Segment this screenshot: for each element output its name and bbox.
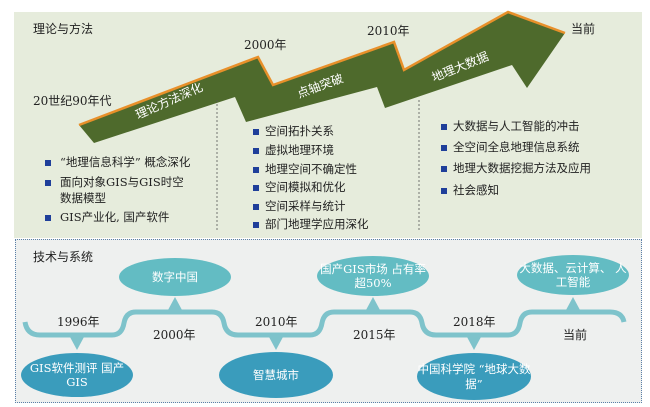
- bullet-text: 大数据与人工智能的冲击: [453, 119, 580, 133]
- bullet-text: 地理空间不确定性: [265, 162, 357, 176]
- bullet-icon: [441, 188, 447, 194]
- bullet-icon: [45, 215, 51, 221]
- theory-title: 理论与方法: [33, 22, 94, 36]
- bullet-icon: [253, 222, 259, 228]
- event-digital-china: 数字中国: [119, 258, 231, 296]
- progress-arrow: [79, 12, 565, 143]
- event-big-data-ai: 大数据、云计算、 人工智能: [517, 255, 629, 295]
- bullet-icon: [253, 167, 259, 173]
- bullet-text: 虚拟地理环境: [265, 143, 334, 157]
- year-label: 2000年: [153, 328, 196, 342]
- bullet-icon: [45, 180, 51, 186]
- bullet-icon: [45, 160, 51, 166]
- pointer: [467, 337, 481, 350]
- bullet-text: 空间模拟和优化: [265, 180, 346, 194]
- pointer: [366, 297, 380, 310]
- bullet-text: 部门地理学应用深化: [265, 217, 369, 231]
- bullet-text: GIS产业化, 国产软件: [60, 210, 170, 224]
- bullet-text: 社会感知: [453, 183, 499, 197]
- period-label: 20世纪90年代: [33, 94, 112, 108]
- pointer: [70, 337, 84, 350]
- event-smart-city: 智慧城市: [219, 352, 333, 398]
- bullet-text: 空间采样与统计: [265, 199, 346, 213]
- bullet-text: 空间拓扑关系: [265, 124, 334, 138]
- year-label: 2015年: [353, 328, 396, 342]
- arrow-edge: [78, 10, 566, 127]
- bullet-icon: [441, 166, 447, 172]
- event-gis-evaluation: GIS软件测评 国产GIS: [21, 353, 133, 397]
- bullet-text: “地理信息科学” 概念深化: [60, 155, 191, 169]
- pointer: [269, 337, 283, 350]
- bullet-icon: [441, 145, 447, 151]
- event-cas-big-earth-data: 中国科学院 “地球大数据”: [417, 353, 531, 400]
- year-label: 2018年: [453, 315, 496, 329]
- bullet-text: 面向对象GIS与GIS时空: [60, 175, 184, 189]
- year-label: 2010年: [255, 315, 298, 329]
- bullet-icon: [441, 124, 447, 130]
- period-label: 2010年: [367, 24, 410, 38]
- bullet-text: 地理大数据挖掘方法及应用: [453, 161, 591, 175]
- bullet-icon: [253, 148, 259, 154]
- timeline-wave: [22, 309, 627, 338]
- year-label: 1996年: [57, 315, 100, 329]
- bullet-icon: [253, 204, 259, 210]
- event-domestic-gis-market: 国产GIS市场 占有率超50%: [317, 256, 429, 296]
- bullet-icon: [253, 185, 259, 191]
- bullet-icon: [253, 129, 259, 135]
- bullet-text: 数据模型: [60, 191, 106, 205]
- period-label: 2000年: [244, 38, 287, 52]
- tech-title: 技术与系统: [33, 250, 94, 264]
- pointer: [168, 297, 182, 310]
- period-label: 当前: [571, 22, 596, 36]
- bullet-text: 全空间全息地理信息系统: [453, 140, 580, 154]
- pointer: [566, 297, 580, 310]
- year-label: 当前: [563, 328, 588, 342]
